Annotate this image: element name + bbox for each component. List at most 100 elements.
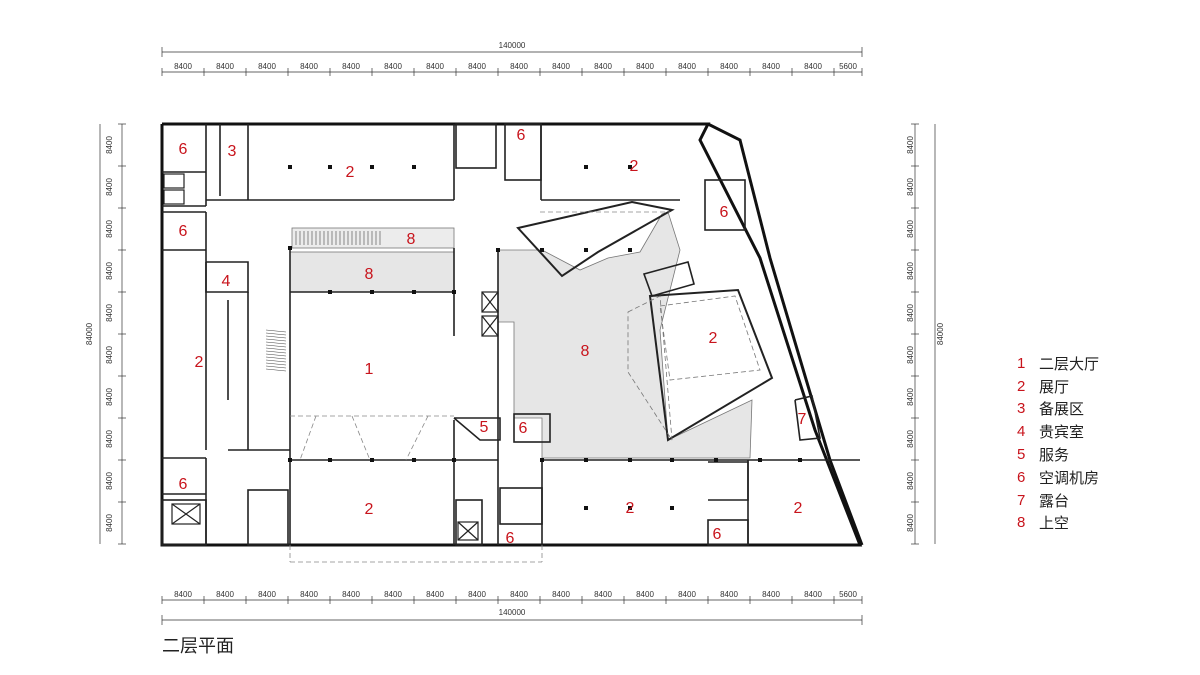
rotated-hall-dashed <box>627 295 761 441</box>
room-label-ac-2: 6 <box>179 223 188 240</box>
column <box>328 165 332 169</box>
escalator-hatch <box>265 231 381 372</box>
dim-top-bay-label: 8400 <box>258 62 276 71</box>
column <box>798 458 802 462</box>
dim-top-bay-label: 8400 <box>510 62 528 71</box>
column <box>628 506 632 510</box>
room-label-ac-4: 6 <box>517 127 526 144</box>
dim-right-bay-label: 8400 <box>906 262 915 280</box>
legend-item: 5 服务 <box>1017 443 1099 466</box>
elevators <box>163 173 499 541</box>
dim-bottom-bay-label: 8400 <box>510 590 528 599</box>
legend-label: 服务 <box>1039 446 1070 465</box>
column <box>584 458 588 462</box>
dim-total-bottom: 140000 <box>499 608 526 617</box>
legend-label: 备展区 <box>1039 400 1085 419</box>
legend-label: 空调机房 <box>1039 468 1100 487</box>
dim-bottom-bay-label: 8400 <box>552 590 570 599</box>
column <box>328 290 332 294</box>
room-label-exh-center: 2 <box>709 330 718 347</box>
legend-label: 展厅 <box>1039 377 1070 396</box>
dim-bottom-bay-label: 8400 <box>468 590 486 599</box>
dim-top-bay-label: 8400 <box>468 62 486 71</box>
dim-bottom-bay-label: 8400 <box>678 590 696 599</box>
dim-top-bay-label: 8400 <box>384 62 402 71</box>
dim-top-bay-label: 8400 <box>426 62 444 71</box>
dim-right-bay-label: 8400 <box>906 514 915 532</box>
dim-left-bay-label: 8400 <box>105 346 114 364</box>
dim-top-bay-label: 8400 <box>216 62 234 71</box>
dim-top-bay-label: 8400 <box>636 62 654 71</box>
dim-bottom-bay-label: 8400 <box>258 590 276 599</box>
room-label-exh-bottom-a: 2 <box>365 501 374 518</box>
legend-number: 5 <box>1017 446 1026 464</box>
dim-bottom-bay-label: 8400 <box>426 590 444 599</box>
column <box>370 165 374 169</box>
plan-title: 二层平面 <box>162 636 234 657</box>
dim-right-bay-label: 8400 <box>906 346 915 364</box>
column <box>412 458 416 462</box>
room-label-void-b: 8 <box>365 266 374 283</box>
room-label-ac-5: 6 <box>720 204 729 221</box>
exterior-walls <box>160 122 864 547</box>
column <box>370 458 374 462</box>
dim-left-bay-label: 8400 <box>105 430 114 448</box>
column <box>584 506 588 510</box>
column <box>584 165 588 169</box>
dim-top-bay-label: 8400 <box>300 62 318 71</box>
dim-top-bay-label: 8400 <box>678 62 696 71</box>
void-escalator <box>291 227 455 249</box>
dim-right-bay-label: 8400 <box>906 178 915 196</box>
dimension-bottom <box>161 596 863 625</box>
legend-number: 4 <box>1017 423 1026 441</box>
room-label-exh-bottom-c: 2 <box>794 500 803 517</box>
room-label-exh-top-a: 2 <box>346 164 355 181</box>
dim-left-bay-label: 8400 <box>105 388 114 406</box>
dimension-left <box>99 123 126 545</box>
column <box>452 458 456 462</box>
column <box>288 165 292 169</box>
dim-total-right: 84000 <box>936 322 945 345</box>
dim-left-bay-label: 8400 <box>105 304 114 322</box>
legend-label: 贵宾室 <box>1039 423 1085 442</box>
legend-label: 露台 <box>1039 491 1070 510</box>
room-label-exh-bottom-b: 2 <box>626 500 635 517</box>
room-label-ac-1: 6 <box>179 141 188 158</box>
dim-bottom-bay-label: 8400 <box>384 590 402 599</box>
legend-number: 7 <box>1017 491 1026 509</box>
column <box>758 458 762 462</box>
dim-total-left: 84000 <box>85 322 94 345</box>
legend-number: 1 <box>1017 354 1026 372</box>
dim-left-bay-label: 8400 <box>105 220 114 238</box>
dim-right-bay-label: 8400 <box>906 472 915 490</box>
column <box>714 458 718 462</box>
dim-bottom-bay-label: 5600 <box>839 590 857 599</box>
column <box>328 458 332 462</box>
small-rotated-stair <box>642 261 695 297</box>
column <box>670 458 674 462</box>
dim-right-bay-label: 8400 <box>906 220 915 238</box>
dim-right-bay-label: 8400 <box>906 304 915 322</box>
column <box>412 165 416 169</box>
dim-right-bay-label: 8400 <box>906 136 915 154</box>
column <box>370 290 374 294</box>
dim-top-bay-label: 8400 <box>762 62 780 71</box>
room-label-ac-8: 6 <box>713 526 722 543</box>
dashed-lines <box>289 211 670 563</box>
dim-right-bay-label: 8400 <box>906 430 915 448</box>
room-label-terrace: 7 <box>798 411 807 428</box>
column <box>628 248 632 252</box>
dim-left-bay-label: 8400 <box>105 472 114 490</box>
column <box>540 458 544 462</box>
column <box>412 290 416 294</box>
legend-number: 8 <box>1017 514 1026 532</box>
void-strip <box>289 251 455 293</box>
